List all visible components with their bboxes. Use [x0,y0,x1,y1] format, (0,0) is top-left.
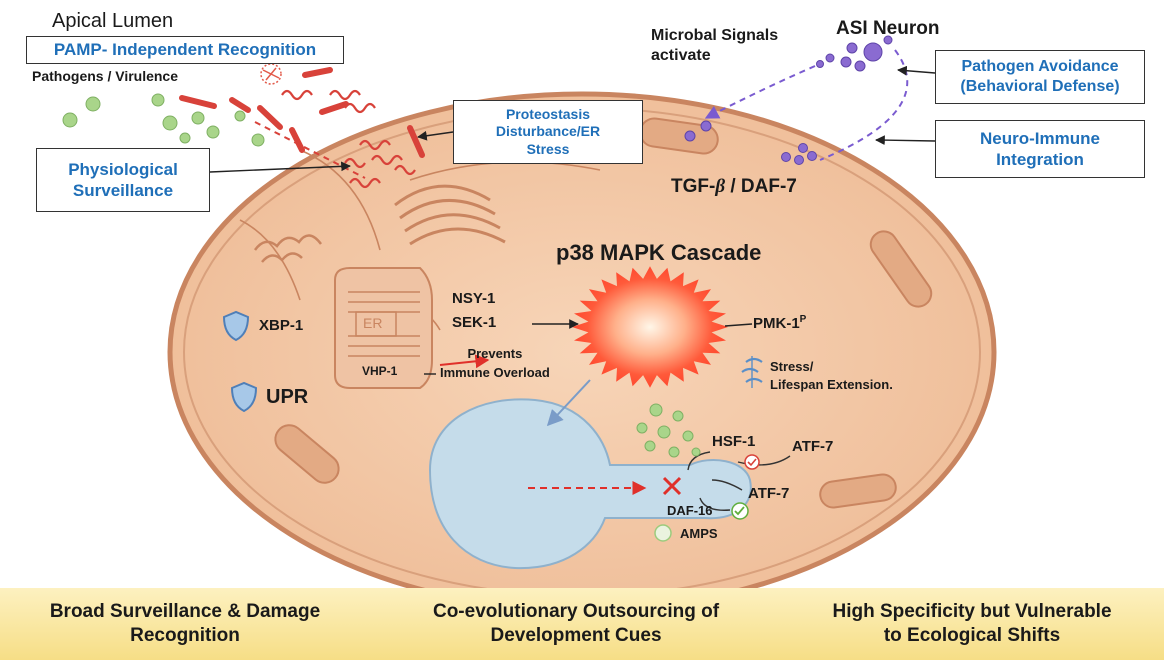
microbial-signals-label: Microbal Signals activate [651,26,778,66]
virulence-star [260,63,282,85]
neuro-line2: Integration [996,150,1084,169]
banner-seg1-line1: Broad Surveillance & Damage [49,601,321,623]
pathogen-avoidance-box: Pathogen Avoidance (Behavioral Defense) [935,50,1145,104]
factor-lines [687,451,791,511]
vhp1-label: VHP-1 [362,364,398,378]
tgf-suffix: / DAF-7 [725,176,797,197]
amps-circle [654,524,672,542]
pamp-label: PAMP- Independent Recognition [53,40,317,60]
sek1-label: SEK-1 [452,314,497,331]
surveillance-line1: Physiological [68,159,178,179]
banner-segment-3: High Specificity but Vulnerable to Ecolo… [782,588,1162,660]
stress-line1: Stress/ [770,359,814,374]
pmk1-sup: P [799,314,807,325]
mitochondrion-bottom-left [274,424,340,484]
block-x-mark [662,476,682,496]
neuron-paths [704,49,909,161]
mitochondrion-right [869,230,933,308]
bottom-banner: Broad Surveillance & Damage Recognition … [0,588,1164,660]
proteostasis-line2: Disturbance/ER [495,123,601,140]
endoplasmic-reticulum [334,267,433,389]
banner-seg1-line2: Recognition [130,625,240,646]
check-icon-bottom [731,502,749,520]
microbial-line2: activate [651,47,711,64]
stress-line2: Lifespan Extension. [770,377,893,392]
vhp1-red-arrow [439,354,490,369]
prevents-line1: Prevents [467,346,523,361]
nsy1-label: NSY-1 [452,290,496,307]
amp-beads [636,403,701,458]
check-icon-top [744,454,760,470]
avoidance-line2: (Behavioral Defense) [960,78,1120,95]
pmk1-label: PMK-1P [753,314,806,332]
cascade-title: p38 MAPK Cascade [556,240,762,265]
asi-neuron-beads [684,35,893,165]
banner-seg2-line2: Development Cues [490,625,662,646]
xbp1-shield-icon [222,310,250,342]
tgf-prefix: TGF- [671,176,716,197]
cascade-to-nucleus-arrow [546,379,591,427]
connector-arrows [209,65,936,375]
proteostasis-line3: Stress [526,140,570,157]
neuro-line1: Neuro-Immune [980,128,1100,148]
folded-membrane [253,234,322,263]
banner-seg2-line1: Co-evolutionary Outsourcing of [432,601,720,623]
neuro-immune-box: Neuro-Immune Integration [935,120,1145,178]
tgf-daf7-label: TGF-β / DAF-7 [671,176,797,198]
banner-segment-2: Co-evolutionary Outsourcing of Developme… [380,588,772,660]
prevents-label: Prevents Immune Overload [440,344,550,382]
xbp1-label: XBP-1 [259,317,304,334]
golgi-apparatus [394,184,506,246]
prevents-line2: Immune Overload [440,365,550,380]
asi-neuron-label: ASI Neuron [836,18,940,39]
hsf1-label: HSF-1 [712,433,756,450]
apical-lumen-title: Apical Lumen [52,10,174,32]
banner-segment-1: Broad Surveillance & Damage Recognition [0,588,370,660]
surveillance-line2: Surveillance [72,181,174,200]
tgf-beta: β [715,176,726,197]
banner-seg3-line1: High Specificity but Vulnerable [832,601,1112,623]
pmk1-text: PMK-1 [753,315,800,332]
atf7-mid-label: ATF-7 [748,485,790,502]
banner-seg3-line2: to Ecological Shifts [883,625,1061,646]
physiological-surveillance-box: Physiological Surveillance [36,148,210,212]
stress-lifespan-label: Stress/ Lifespan Extension. [770,358,893,394]
p38-burst [572,266,728,388]
pathogens-label: Pathogens / Virulence [32,68,179,84]
amps-label: AMPS [680,526,718,541]
proteostasis-box: Proteostasis Disturbance/ER Stress [453,100,643,164]
avoidance-line1: Pathogen Avoidance [961,58,1119,75]
proteostasis-line1: Proteostasis [505,105,591,122]
upr-label: UPR [266,386,309,408]
daf16-label: DAF-16 [667,503,713,518]
atf7-top-label: ATF-7 [792,438,834,455]
mitochondrion-bottom-right [819,473,897,509]
pamp-label-box: PAMP- Independent Recognition [26,36,344,64]
er-label: ER [363,315,383,331]
upr-shield-icon [230,381,258,413]
stress-squiggle-icon [741,356,763,388]
microbial-line1: Microbal Signals [651,27,779,44]
nucleus [428,398,752,570]
